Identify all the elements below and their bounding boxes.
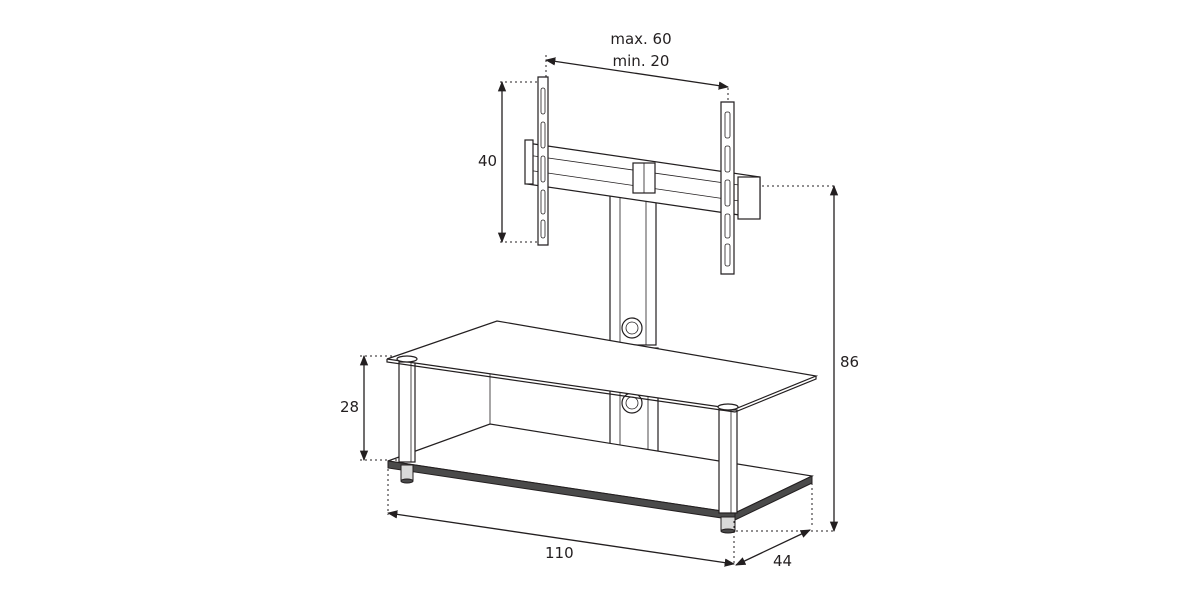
right-mounting-plate (720, 101, 735, 275)
dimension-depth: 44 (735, 478, 813, 570)
left-mounting-plate (537, 76, 549, 246)
bottom-shelf (387, 423, 814, 521)
width-max-label: max. 60 (610, 30, 671, 48)
top-shelf (386, 320, 819, 413)
total-height-label: 86 (840, 353, 859, 371)
dimension-width-max-min: max. 60 min. 20 (544, 30, 730, 102)
tv-stand (386, 76, 819, 534)
width-min-label: min. 20 (613, 52, 670, 70)
bracket-height-label: 40 (478, 152, 497, 170)
depth-label: 44 (773, 552, 792, 570)
length-label: 110 (545, 544, 574, 562)
shelf-gap-label: 28 (340, 398, 359, 416)
bracket-rail (524, 139, 761, 220)
dimension-shelf-gap: 28 (340, 354, 400, 462)
front-left-leg (398, 361, 416, 484)
dimension-length: 110 (386, 469, 736, 567)
central-column (609, 194, 661, 473)
dimension-bracket-height: 40 (478, 80, 538, 244)
